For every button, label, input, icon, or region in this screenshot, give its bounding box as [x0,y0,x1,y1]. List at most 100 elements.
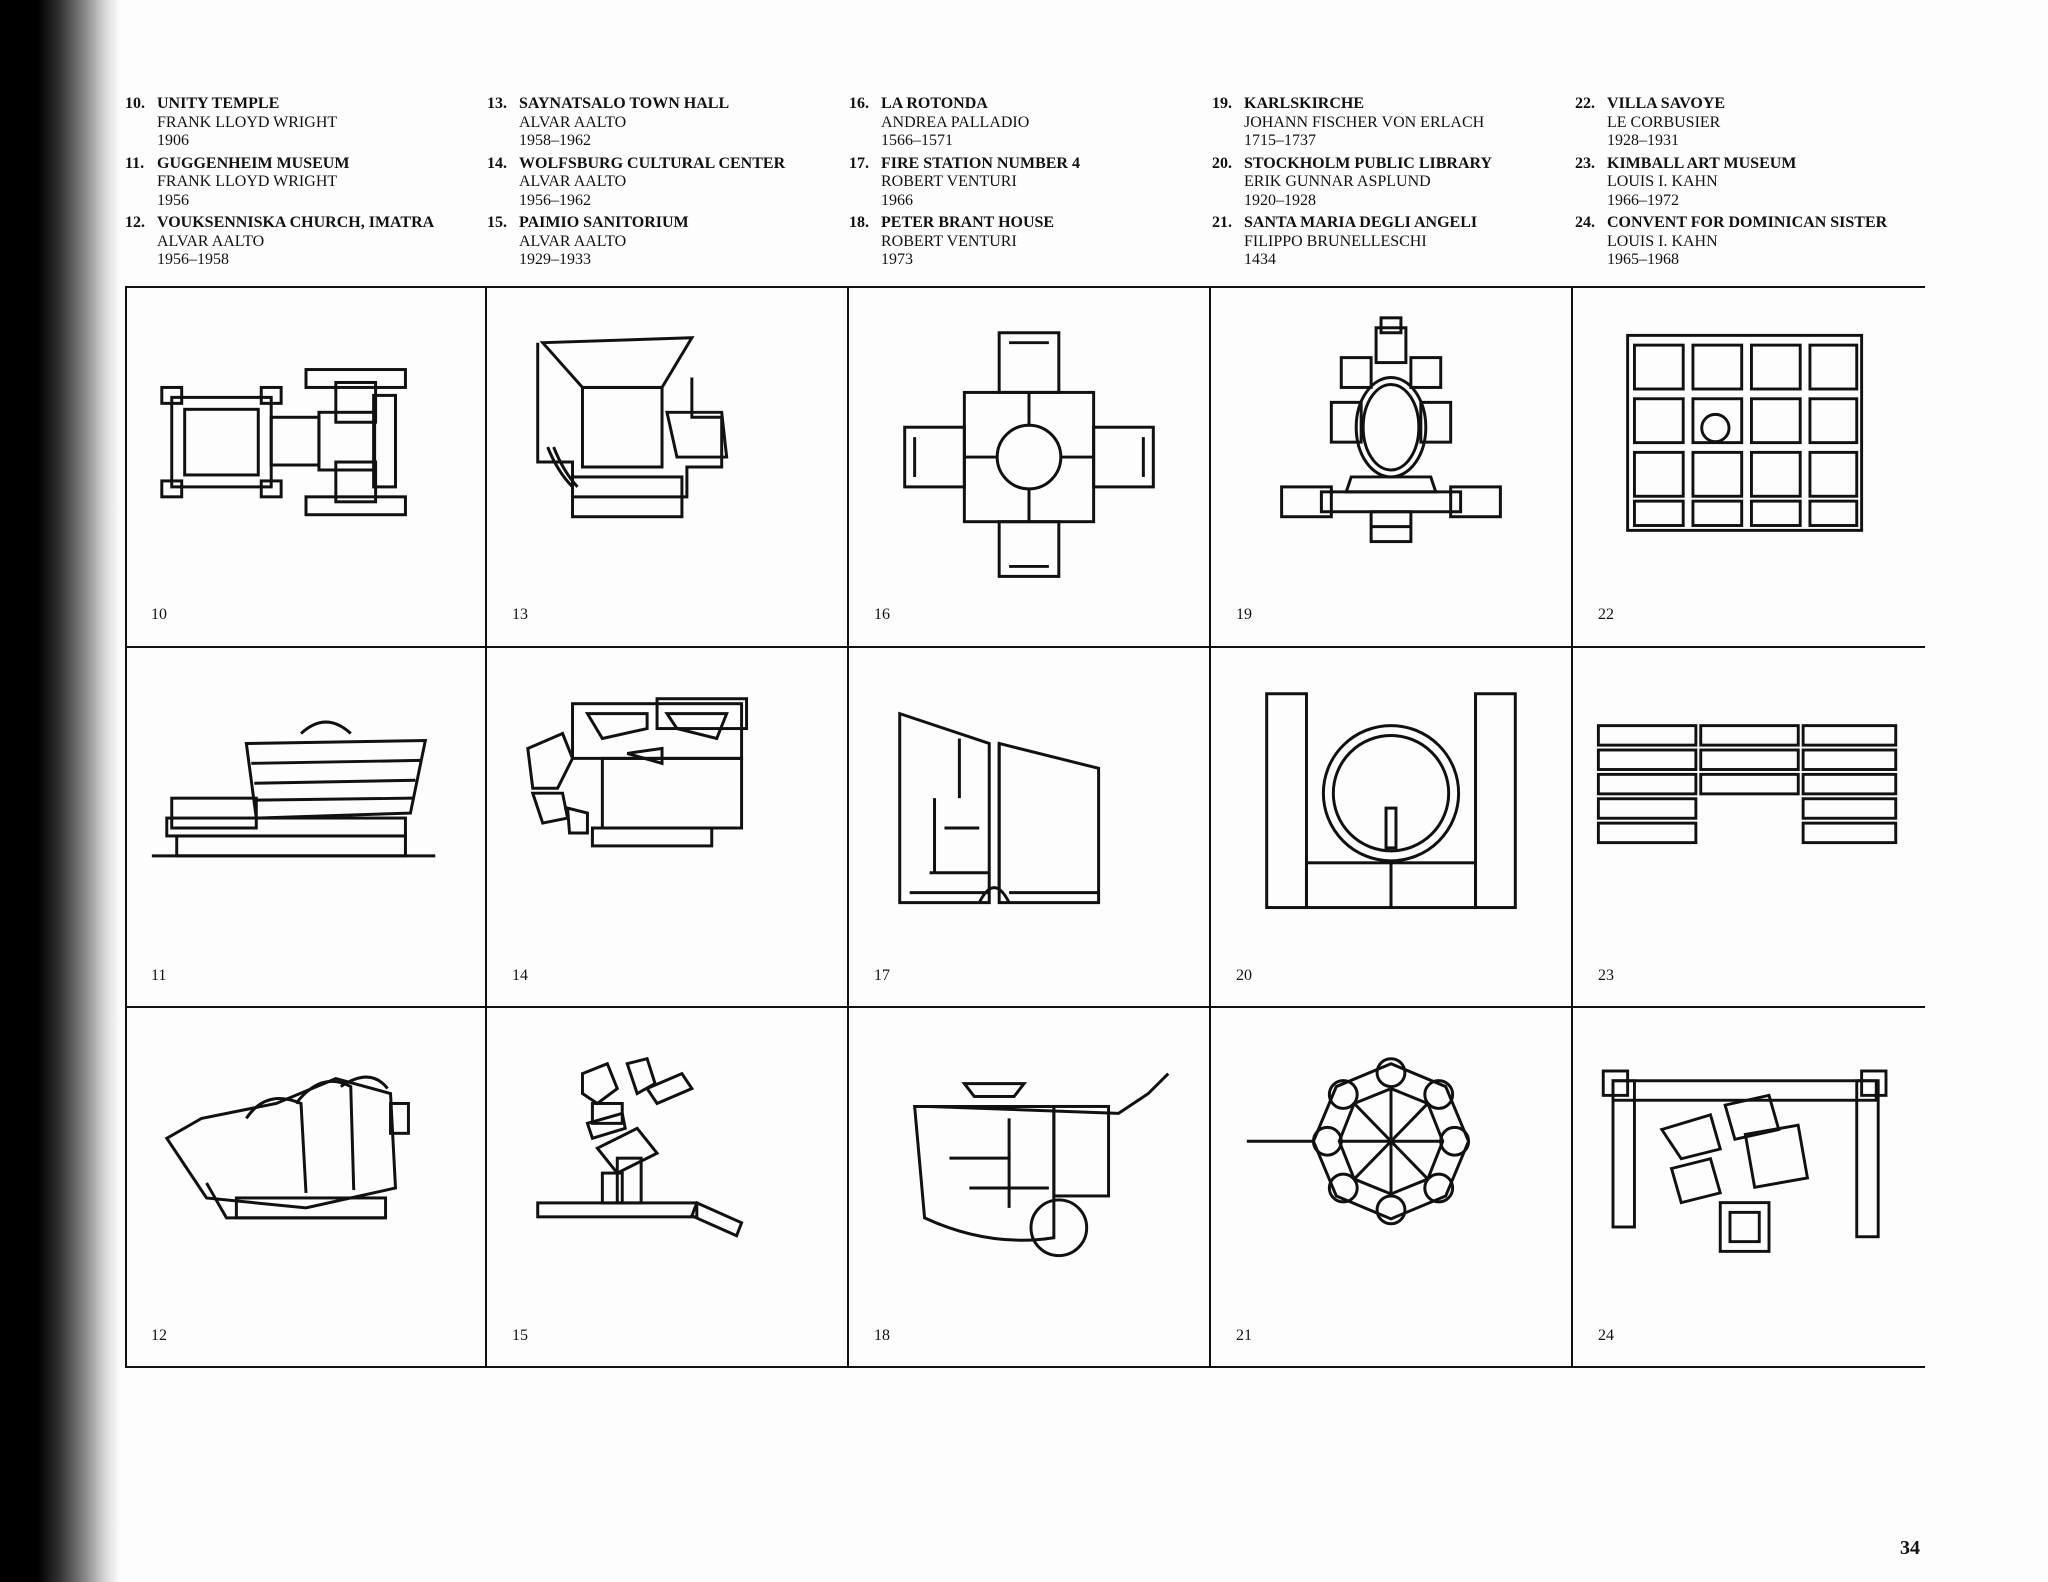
caption-date: 1956 [157,191,189,209]
plan-cell: 16 [850,288,1208,646]
caption-number: 19. [1212,95,1232,112]
plan-cell: 24 [1574,1009,1925,1367]
plan-cell: 18 [850,1009,1208,1367]
caption-date: 1956–1958 [157,251,229,268]
plan-label: 19 [1236,606,1252,623]
caption-number: 11. [125,154,145,172]
caption-title: PAIMIO SANITORIUM [519,214,689,231]
caption-title: LA ROTONDA [881,95,988,112]
caption-architect: ALVAR AALTO [519,113,627,131]
caption-number: 16. [849,95,869,112]
plan-cell: 11 [127,649,485,1007]
caption-number: 20. [1212,154,1232,172]
plan-grid: 10 11 12 13 14 [125,286,1925,1368]
caption-number: 23. [1575,154,1595,172]
caption-architect: ALVAR AALTO [157,232,265,250]
caption-number: 21. [1212,214,1232,231]
caption-title: WOLFSBURG CULTURAL CENTER [519,154,786,172]
grid-line [125,1366,1925,1368]
caption-title: SANTA MARIA DEGLI ANGELI [1244,214,1478,231]
plan-cell: 21 [1212,1009,1570,1367]
plan-label: 17 [874,967,890,984]
caption-date: 1966–1972 [1607,191,1679,209]
caption-title: STOCKHOLM PUBLIC LIBRARY [1244,154,1493,172]
caption-title: PETER BRANT HOUSE [881,214,1055,231]
caption-date: 1566–1571 [881,132,953,149]
plan-label: 12 [151,1327,167,1344]
plan-label: 11 [151,967,167,984]
grid-line [125,646,1925,648]
grid-line [125,1006,1925,1008]
plan-label: 14 [512,967,528,984]
caption-number: 15. [487,214,507,231]
plan-label: 21 [1236,1327,1252,1344]
caption-number: 13. [487,95,507,112]
caption-date: 1956–1962 [519,191,591,209]
grid-line [1571,286,1573,1368]
scanned-page-edge [0,0,120,1582]
caption-title: VILLA SAVOYE [1607,95,1726,112]
caption-architect: LE CORBUSIER [1607,113,1721,131]
plan-cell: 10 [127,288,485,646]
caption-date: 1958–1962 [519,132,591,149]
caption-number: 10. [125,95,145,112]
caption-number: 18. [849,214,869,231]
plan-cell: 15 [488,1009,846,1367]
page-number: 34 [1900,1537,1920,1559]
caption-title: CONVENT FOR DOMINICAN SISTER [1607,214,1888,231]
plan-cell: 12 [127,1009,485,1367]
plan-cell: 13 [488,288,846,646]
grid-line [125,286,1925,288]
plan-label: 18 [874,1327,890,1344]
caption-date: 1928–1931 [1607,132,1679,149]
caption-number: 22. [1575,95,1595,112]
caption-title: FIRE STATION NUMBER 4 [881,154,1080,172]
caption-date: 1965–1968 [1607,251,1679,268]
caption-architect: ROBERT VENTURI [881,232,1017,250]
caption-date: 1966 [881,191,913,209]
caption-date: 1973 [881,251,913,268]
caption-architect: ALVAR AALTO [519,232,627,250]
caption-architect: FRANK LLOYD WRIGHT [157,173,338,190]
grid-line [485,286,487,1368]
caption-date: 1920–1928 [1244,191,1316,209]
caption-number: 14. [487,154,507,172]
grid-line [847,286,849,1368]
grid-line [1209,286,1211,1368]
grid-line [125,286,127,1368]
caption-architect: LOUIS I. KAHN [1607,232,1718,250]
plan-label: 24 [1598,1327,1614,1344]
caption-architect: FRANK LLOYD WRIGHT [157,113,338,131]
caption-architect: JOHANN FISCHER VON ERLACH [1244,113,1485,131]
plan-label: 13 [512,606,528,623]
caption-architect: LOUIS I. KAHN [1607,173,1718,190]
caption-title: KARLSKIRCHE [1244,95,1365,112]
plan-label: 22 [1598,606,1614,623]
plan-cell: 19 [1212,288,1570,646]
plan-cell: 14 [488,649,846,1007]
caption-number: 17. [849,154,869,172]
plan-label: 23 [1598,967,1614,984]
caption-number: 12. [125,214,145,231]
plan-cell: 23 [1574,649,1925,1007]
caption-title: GUGGENHEIM MUSEUM [157,154,350,172]
caption-date: 1434 [1244,251,1276,268]
caption-date: 1929–1933 [519,251,591,268]
plan-cell: 17 [850,649,1208,1007]
